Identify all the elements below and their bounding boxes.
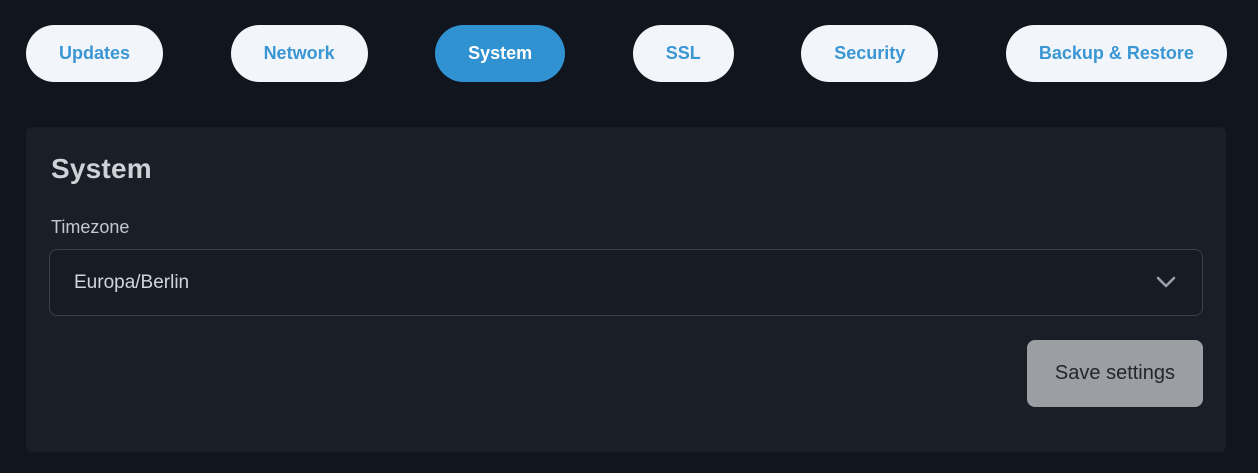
tab-ssl[interactable]: SSL [632, 25, 734, 82]
timezone-label: Timezone [51, 217, 130, 237]
chevron-down-icon [1156, 272, 1176, 294]
panel-title: System [51, 153, 152, 184]
tab-security[interactable]: Security [801, 25, 939, 82]
settings-tab-bar: Updates Network System SSL Security Back… [26, 25, 1227, 82]
timezone-selected-value: Europa/Berlin [74, 271, 190, 293]
system-settings-panel: System Timezone Europa/Berlin Save setti… [26, 127, 1226, 452]
tab-system[interactable]: System [435, 25, 566, 82]
save-settings-button[interactable]: Save settings [1026, 340, 1203, 407]
tab-updates[interactable]: Updates [26, 25, 164, 82]
panel-actions: Save settings [49, 340, 1203, 407]
timezone-select[interactable]: Europa/Berlin [49, 249, 1203, 316]
tab-network[interactable]: Network [230, 25, 368, 82]
tab-backup-restore[interactable]: Backup & Restore [1005, 25, 1227, 82]
